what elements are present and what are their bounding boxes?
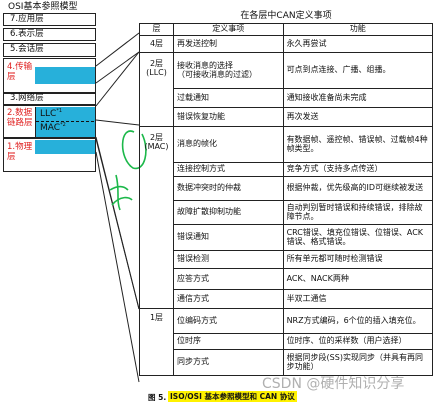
osi-layer-2-label: 2.数据链路层 (7, 108, 33, 129)
row-item: 再发送控制 (172, 34, 284, 53)
row-item: 数据冲突时的仲裁 (172, 175, 284, 201)
osi-layer-1-fill (35, 140, 95, 154)
osi-title: OSI基本参照模型 (8, 2, 78, 12)
row-func: 根据同步段(SS)实现同步（并具有再同步功能） (282, 348, 434, 376)
table-title: 在各层中CAN定义事项 (240, 10, 332, 21)
row-func: 根据仲裁，优先级高的ID可继续被发送 (282, 175, 434, 201)
osi-layer-1-label: 1.物理层 (7, 142, 33, 163)
row-func: 通知接收准备尚未完成 (282, 87, 434, 108)
row-item: 接收消息的选择 （可接收消息的过滤） (172, 51, 284, 89)
caption-text: ISO/OSI 基本参照模型和 CAN 协议 (168, 391, 297, 402)
caption-figure-number: 图 5. (148, 393, 167, 402)
osi-layer-4: 4.传输层 (3, 58, 96, 93)
row-func: 竞争方式（支持多点传送） (282, 161, 434, 177)
llc-label: LLC*1 (40, 108, 62, 119)
mac-label: MAC*2 (40, 122, 66, 133)
osi-layer-3: 3.网络层 (3, 93, 96, 105)
osi-layer-4-fill (35, 67, 95, 84)
row-item: 位编码方式 (172, 307, 284, 334)
figure-caption: 图 5. ISO/OSI 基本参照模型和 CAN 协议 (0, 389, 442, 407)
row-func: 半双工通信 (282, 288, 434, 309)
osi-layer-6: 6.表示层 (3, 28, 96, 41)
header-item: 定义事项 (172, 22, 284, 36)
layer-1-cell: 1层 (139, 307, 174, 376)
row-func: 位时序、位的采样数（用户选择） (282, 332, 434, 350)
layer-2-mac-cell: 2层 (MAC) (139, 125, 174, 309)
row-func: 再次发送 (282, 106, 434, 127)
watermark: CSDN @硬件知识分享 (262, 376, 405, 392)
header-layer: 层 (139, 22, 174, 36)
osi-layer-5: 5.会话层 (3, 43, 96, 57)
row-item: 错误检测 (172, 249, 284, 269)
row-item: 过载通知 (172, 87, 284, 108)
osi-layer-2: 2.数据链路层 LLC*1 MAC*2 (3, 105, 96, 138)
row-item: 消息的帧化 (172, 125, 284, 163)
row-item: 位时序 (172, 332, 284, 350)
row-func: 有数据帧、遥控帧、错误帧、过载帧4种帧类型。 (282, 125, 434, 163)
row-item: 错误通知 (172, 223, 284, 251)
row-func: NRZ方式编码，6个位的插入填充位。 (282, 307, 434, 334)
osi-llc-mac-box: LLC*1 MAC*2 (35, 107, 95, 137)
layer-2-llc-cell: 2层 (LLC) (139, 51, 174, 127)
row-func: CRC错误、填充位错误、位错误、ACK错误、格式错误。 (282, 223, 434, 251)
row-item: 错误恢复功能 (172, 106, 284, 127)
row-func: 所有单元都可随时检测错误 (282, 249, 434, 269)
llc-mac-divider (36, 121, 94, 122)
row-item: 通信方式 (172, 288, 284, 309)
osi-layer-4-label: 4.传输层 (7, 62, 33, 83)
row-func: ACK、NACK两种 (282, 267, 434, 290)
row-item: 故障扩散抑制功能 (172, 199, 284, 225)
row-item: 连接控制方式 (172, 161, 284, 177)
row-func: 可点到点连接、广播、组播。 (282, 51, 434, 89)
layer-4-cell: 4层 (139, 34, 174, 53)
header-function: 功能 (282, 22, 434, 36)
row-func: 永久再尝试 (282, 34, 434, 53)
row-item: 同步方式 (172, 348, 284, 376)
can-definition-table: 在各层中CAN定义事项 层 定义事项 功能 4层 再发送控制 永久再尝试 2层 … (139, 10, 434, 376)
row-item: 应答方式 (172, 267, 284, 290)
row-func: 自动判别暂时错误和持续错误，排除故障节点。 (282, 199, 434, 225)
osi-layer-7: 7.应用层 (3, 13, 96, 26)
osi-layer-1: 1.物理层 (3, 138, 96, 172)
